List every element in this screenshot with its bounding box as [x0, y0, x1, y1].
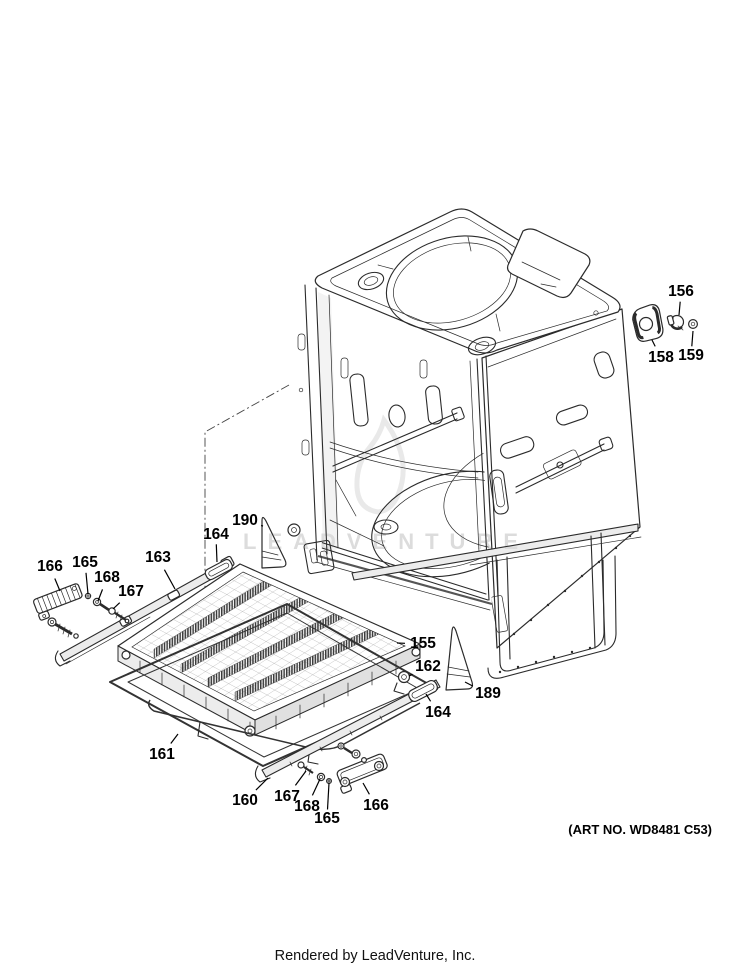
leadventure-watermark: LEADVENTURE [243, 529, 530, 554]
fasteners-top-165-167-168 [84, 592, 130, 624]
leader-line-190-9 [260, 524, 264, 527]
leader-line-168-17 [311, 778, 321, 796]
leader-line-164-13 [425, 693, 432, 702]
clip-156 [666, 314, 685, 331]
leader-line-167-16 [294, 770, 307, 786]
tub-base-frame [303, 523, 642, 679]
leader-line-166-3 [54, 578, 61, 592]
leader-line-168-5 [97, 589, 104, 602]
rack-155 [117, 563, 421, 737]
leader-line-167-6 [112, 602, 121, 610]
leader-line-165-4 [85, 572, 89, 595]
leader-line-162-11 [408, 673, 413, 677]
adjuster-bracket-166-top [33, 583, 83, 639]
tub-body [287, 208, 642, 679]
leader-line-189-12 [464, 681, 474, 687]
leader-line-165-18 [326, 782, 330, 810]
leader-line-166-19 [362, 782, 370, 795]
leader-line-161-14 [170, 733, 179, 744]
nut-159 [687, 319, 698, 330]
wedge-189-bands [446, 666, 471, 678]
leader-line-159-2 [691, 330, 694, 347]
mounting-pad-158 [632, 304, 664, 342]
end-clip-164-bottom [408, 679, 438, 703]
rendered-by-credit: Rendered by LeadVenture, Inc. [274, 948, 476, 964]
tub-interior [287, 284, 499, 611]
leader-line-158-1 [651, 339, 656, 347]
wedge-189 [445, 626, 474, 691]
watermark-flame-icon [354, 414, 406, 515]
wedge-190 [261, 516, 287, 569]
art-number: (ART NO. WD8481 C53) [568, 822, 712, 837]
leader-line-156-0 [678, 301, 681, 316]
tub-top-face [314, 208, 621, 356]
slide-rail-160 [254, 679, 441, 783]
roller-162 [393, 670, 411, 695]
wedge-190-bands [261, 550, 282, 561]
leader-line-160-15 [255, 777, 269, 791]
leader-line-163-7 [163, 569, 176, 590]
leader-line-164-8 [215, 544, 218, 563]
end-clip-164-top [204, 558, 233, 581]
adjuster-bracket-166-bottom [336, 742, 388, 794]
